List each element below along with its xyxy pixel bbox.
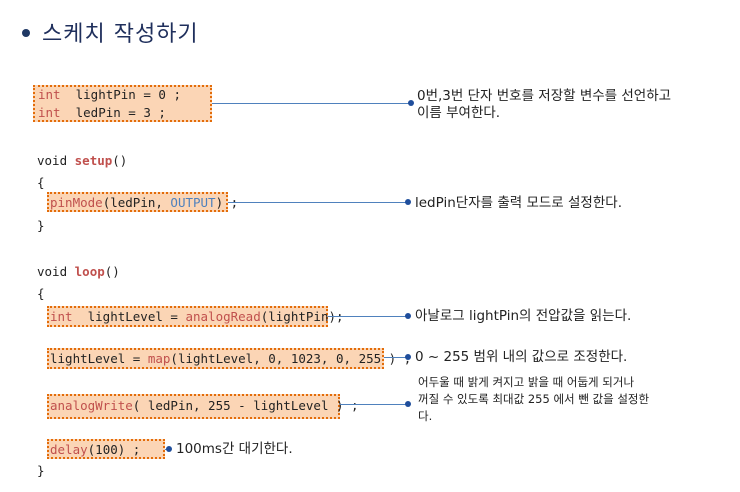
code-line-delay: delay(100) ; bbox=[50, 442, 141, 457]
decl-highlight bbox=[33, 85, 212, 122]
code-line-setup: void setup() bbox=[37, 153, 128, 168]
read-highlight bbox=[47, 306, 328, 327]
map-connector-dot-icon bbox=[405, 354, 411, 360]
note-read: 아날로그 lightPin의 전압값을 읽는다. bbox=[415, 308, 632, 324]
delay-connector-dot-icon bbox=[166, 446, 172, 452]
code-line-map: lightLevel = map(lightLevel, 0, 1023, 0,… bbox=[50, 351, 412, 366]
code-line-setup-open: { bbox=[37, 175, 45, 190]
code-line-read: int lightLevel = analogRead(lightPin); bbox=[50, 309, 344, 324]
decl-connector bbox=[212, 103, 411, 104]
code-line-decl1: int lightPin = 0 ; bbox=[38, 87, 181, 102]
map-connector bbox=[384, 357, 408, 358]
write-highlight bbox=[47, 394, 340, 419]
code-line-pinmode: pinMode(ledPin, OUTPUT) ; bbox=[50, 195, 239, 210]
read-connector-dot-icon bbox=[405, 313, 411, 319]
write-connector bbox=[340, 404, 408, 405]
code-line-loop-open: { bbox=[37, 286, 45, 301]
code-line-decl2: int ledPin = 3 ; bbox=[38, 105, 166, 120]
delay-highlight bbox=[47, 439, 165, 459]
code-line-setup-close: } bbox=[37, 218, 45, 233]
title-bullet-icon bbox=[22, 29, 30, 37]
page-title: 스케치 작성하기 bbox=[22, 16, 199, 48]
pinmode-highlight bbox=[47, 192, 228, 212]
decl-connector-dot-icon bbox=[408, 100, 414, 106]
note-decl: 0번,3번 단자 번호를 저장할 변수를 선언하고 이름 부여한다. bbox=[417, 88, 672, 121]
page-title-text: 스케치 작성하기 bbox=[42, 22, 199, 47]
note-pinmode: ledPin단자를 출력 모드로 설정한다. bbox=[415, 195, 622, 211]
map-highlight bbox=[47, 348, 384, 369]
note-map: 0 ~ 255 범위 내의 값으로 조정한다. bbox=[415, 349, 628, 365]
note-delay: 100ms간 대기한다. bbox=[176, 441, 293, 457]
code-line-loop-close: } bbox=[37, 463, 45, 478]
code-line-loop: void loop() bbox=[37, 264, 120, 279]
pinmode-connector-dot-icon bbox=[405, 199, 411, 205]
code-line-write: analogWrite( ledPin, 255 - lightLevel ) … bbox=[50, 398, 359, 413]
pinmode-connector bbox=[228, 202, 408, 203]
write-connector-dot-icon bbox=[405, 401, 411, 407]
note-write: 어두울 때 밝게 켜지고 밝을 때 어둡게 되거나 꺼질 수 있도록 최대값 2… bbox=[418, 375, 650, 423]
read-connector bbox=[328, 316, 408, 317]
